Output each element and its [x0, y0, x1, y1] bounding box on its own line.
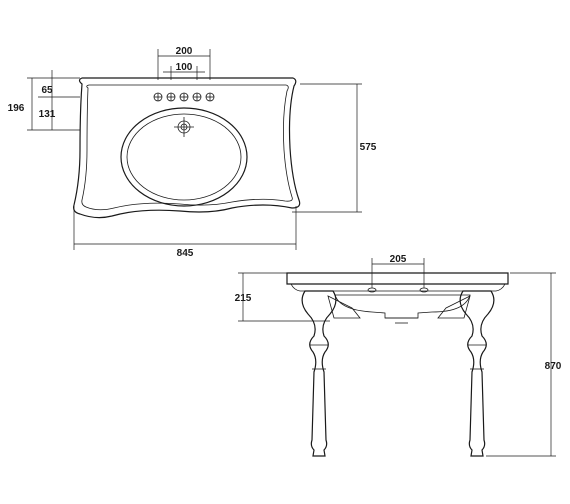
dim-label-100: 100 — [176, 62, 193, 73]
dim-label-575: 575 — [360, 142, 377, 153]
dim-label-65: 65 — [41, 85, 53, 96]
leg-right — [459, 290, 495, 457]
dim-tap-outer: 200 — [157, 46, 211, 80]
dim-height: 870 — [486, 272, 562, 457]
dim-width: 845 — [73, 206, 297, 259]
dim-waste: 205 — [371, 254, 425, 288]
bracket-left — [327, 295, 361, 319]
countertop-slab — [286, 272, 509, 285]
dim-label-870: 870 — [545, 361, 562, 372]
dim-label-205: 205 — [390, 254, 407, 265]
dim-label-131: 131 — [39, 109, 56, 120]
dim-label-196: 196 — [8, 103, 25, 114]
tap-hole-icon — [205, 92, 215, 102]
elevation-view: 205 215 870 — [235, 254, 562, 457]
dim-depth: 575 — [292, 83, 377, 213]
tap-holes — [153, 92, 215, 102]
dim-left: 65 131 196 — [8, 70, 80, 131]
bowl-inner — [126, 113, 242, 201]
dim-label-845: 845 — [177, 248, 194, 259]
dim-label-215: 215 — [235, 293, 252, 304]
leg-left — [301, 290, 337, 457]
tap-hole-icon — [153, 92, 163, 102]
dim-tap-inner: 100 — [163, 62, 205, 80]
tap-hole-icon — [179, 92, 189, 102]
countertop-edge — [290, 283, 506, 292]
dim-basin-height: 215 — [235, 272, 330, 322]
basin-outline-inner — [81, 84, 293, 211]
bowl-outer — [120, 107, 248, 207]
tap-hole-icon — [192, 92, 202, 102]
bracket-right — [437, 295, 471, 319]
tap-hole-icon — [166, 92, 176, 102]
basin-outline-outer — [73, 77, 301, 219]
dim-label-200: 200 — [176, 46, 193, 57]
plan-view: 200 100 65 131 196 575 — [8, 46, 377, 259]
waste-icon — [174, 117, 194, 137]
